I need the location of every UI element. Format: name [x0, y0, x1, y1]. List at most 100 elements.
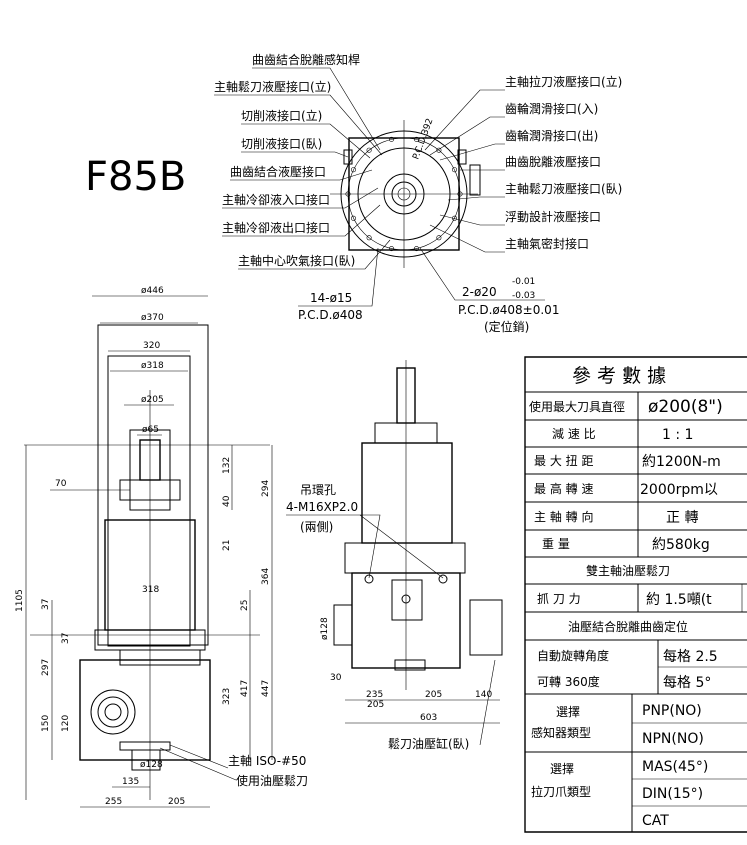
leader-left-7: [222, 204, 381, 237]
bolt-left-line2: P.C.D.ø408: [298, 308, 363, 322]
bolt-hole: [451, 167, 457, 173]
leader-right-5: [447, 196, 505, 201]
bolt-right-leader: [419, 247, 545, 301]
hoist-note: (兩側): [300, 520, 333, 534]
leader-iso: [169, 744, 229, 769]
hoist-spec: 4-M16XP2.0: [286, 500, 358, 514]
left-tool-flange-outer: [90, 689, 136, 735]
pull-select-label: 選擇: [550, 761, 574, 776]
bolt-hole: [366, 235, 372, 241]
middle-front-view: 吊環孔 4-M16XP2.0 (兩側) ø128 30 235 205 205 …: [286, 360, 503, 751]
row-label-grip: 抓 刀 力: [537, 592, 581, 606]
callout-right-7: 主軸氣密封接口: [505, 236, 589, 251]
dim-150: 150: [41, 715, 51, 732]
callout-left-1: 曲齒結合脫離感知桿: [252, 52, 360, 67]
mid-center-plate: [391, 579, 423, 621]
dim-294: 294: [261, 480, 271, 497]
row-label-speed: 最 高 轉 速: [534, 481, 593, 496]
leader-left-4: [241, 151, 349, 158]
dim-417: 417: [240, 680, 250, 697]
leader-left-6: [222, 187, 379, 209]
mid-dim-128: ø128: [320, 617, 330, 640]
top-view: P.C.D.392: [330, 117, 481, 268]
section-dual-spindle: 雙主軸油壓鬆刀: [586, 563, 670, 578]
bolt-hole: [436, 235, 442, 241]
dim-21: 21: [222, 540, 232, 551]
leader-left-3: [241, 123, 371, 159]
mid-dim-603: 603: [420, 713, 437, 723]
callout-left-6: 主軸冷卻液入口接口: [222, 192, 330, 207]
pull-option-din: DIN(15°): [642, 786, 703, 802]
pull-type-label: 拉刀爪類型: [531, 784, 591, 799]
bolt-hole: [457, 191, 463, 197]
callout-left-2: 主軸鬆刀液壓接口(立): [214, 79, 331, 94]
mid-upper-body: [361, 442, 453, 544]
mid-dim-205b: 205: [425, 690, 442, 700]
dim-40: 40: [222, 495, 232, 507]
bolt-pattern-labels: 14-ø15 P.C.D.ø408 2-ø20 -0.01 -0.03 P.C.…: [298, 247, 559, 334]
dim-70: 70: [55, 479, 67, 489]
callout-right-5: 主軸鬆刀液壓接口(臥): [505, 181, 622, 196]
section-curvic: 油壓結合脫離曲齒定位: [568, 619, 688, 634]
top-view-side-block: [469, 164, 481, 196]
bolt-right-line3: (定位銷): [484, 319, 529, 334]
cylinder-leader: [479, 659, 496, 746]
bolt-hole: [350, 215, 356, 221]
bolt-right-tol-lower: -0.03: [512, 291, 535, 301]
bolt-hole: [388, 136, 394, 142]
row-value-weight: 約580kg: [652, 537, 710, 553]
dim-37a: 37: [41, 599, 51, 610]
sensor-type-label: 感知器類型: [531, 725, 591, 740]
leader-right-3: [439, 143, 505, 161]
top-view-port-right: [457, 149, 467, 165]
dim-1105: 1105: [15, 589, 25, 612]
row-value-max-tool: ø200(8"): [648, 397, 723, 417]
table-border: [524, 356, 747, 833]
bolt-hole: [345, 191, 351, 197]
row-label-direction: 主 軸 轉 向: [534, 509, 593, 524]
dim-318: ø318: [141, 361, 164, 371]
bolt-hole: [413, 246, 419, 252]
dim-320: 320: [143, 341, 160, 351]
dim-297: 297: [41, 659, 51, 676]
left-gearbox-top: [119, 649, 201, 666]
note-spindle-iso: 主軸 ISO-#50: [228, 754, 306, 768]
dim-120: 120: [61, 715, 71, 732]
leader-right-7: [429, 224, 505, 253]
leader-left-2: [214, 94, 383, 156]
callout-right-6: 浮動設計液壓接口: [505, 209, 601, 224]
left-tool-flange-inner: [104, 703, 122, 721]
auto-rotate-step-2: 每格 5°: [663, 675, 711, 691]
mid-dim-205a: 205: [367, 700, 384, 710]
callout-left-8: 主軸中心吹氣接口(臥): [238, 253, 355, 268]
callout-right-4: 曲齒脫離液壓接口: [505, 154, 601, 169]
row-value-speed: 2000rpm以: [640, 482, 718, 498]
row-value-torque: 約1200N-m: [642, 454, 721, 470]
bolt-right-tol-upper: -0.01: [512, 277, 535, 287]
mid-hoist-hole-right: [438, 574, 448, 584]
callout-left-5: 曲齒結合液壓接口: [230, 164, 326, 179]
left-side-view: [24, 324, 270, 800]
dim-364: 364: [261, 568, 271, 585]
leader-left-5: [230, 169, 373, 181]
callout-left-3: 切削液接口(立): [241, 108, 322, 123]
table-header: 參 考 數 據: [572, 365, 666, 387]
dim-323: 323: [222, 688, 232, 705]
dim-447: 447: [261, 680, 271, 697]
mid-flange: [344, 542, 466, 574]
auto-rotate-label: 自動旋轉角度: [537, 648, 609, 663]
callouts-right: 主軸拉刀液壓接口(立) 齒輪潤滑接口(入) 齒輪潤滑接口(出) 曲齒脫離液壓接口…: [424, 74, 622, 253]
row-value-grip: 約 1.5噸(t: [646, 592, 712, 608]
mid-dim-235: 235: [366, 690, 383, 700]
callout-right-3: 齒輪潤滑接口(出): [505, 128, 598, 143]
dim-318-body: 318: [142, 585, 159, 595]
pull-option-cat: CAT: [642, 813, 669, 829]
model-title: F85B: [85, 154, 186, 200]
bolt-left-line1: 14-ø15: [310, 291, 352, 305]
callouts-left: 曲齒結合脫離感知桿 主軸鬆刀液壓接口(立) 切削液接口(立) 切削液接口(臥) …: [214, 52, 391, 270]
leader-right-1: [424, 89, 505, 151]
bolt-hole: [436, 147, 442, 153]
sensor-option-npn: NPN(NO): [642, 731, 704, 747]
leader-right-6: [439, 214, 505, 226]
